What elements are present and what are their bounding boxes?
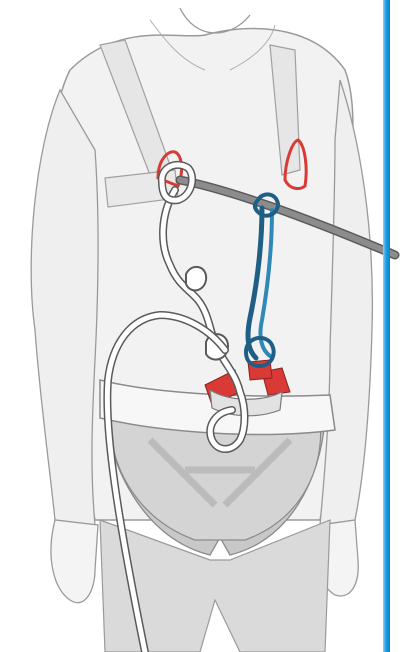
- rope-knot-middle: [186, 267, 206, 291]
- left-hand: [51, 520, 98, 603]
- left-arm: [31, 90, 98, 525]
- blue-edge-bar: [383, 0, 390, 652]
